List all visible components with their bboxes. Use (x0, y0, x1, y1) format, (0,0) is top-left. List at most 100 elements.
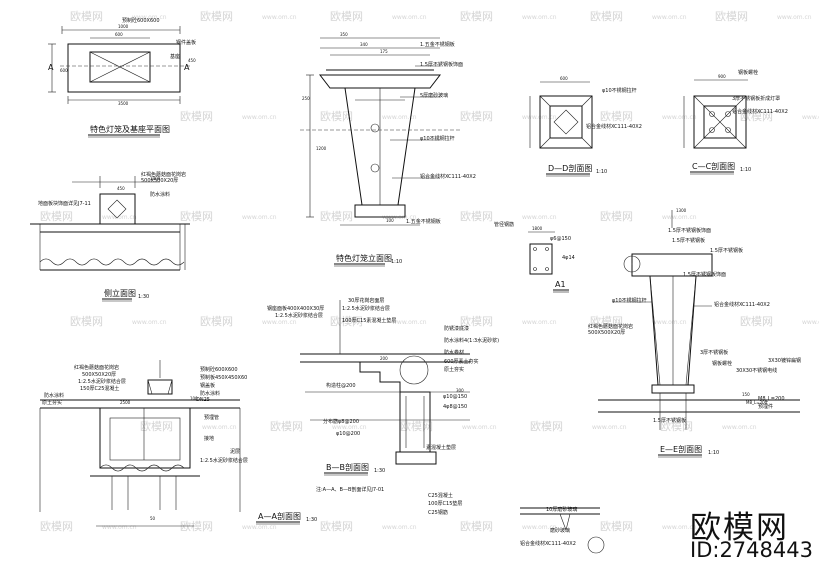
annotation-note: 500X500X20厚 (141, 178, 178, 184)
a-a-section (39, 360, 241, 527)
watermark-brand: 欧模网 (40, 520, 73, 533)
dimension-label: 300 (456, 388, 464, 393)
watermark-brand: 欧模网 (70, 10, 103, 23)
watermark-brand: 欧模网 (460, 10, 493, 23)
annotation-note: 防锈漆底漆 (444, 325, 469, 332)
watermark-url: www.om.cn (392, 14, 427, 21)
dimension-label: 1000 (118, 24, 129, 29)
watermark-brand: 欧模网 (600, 520, 633, 533)
dimension-label: 450 (117, 186, 125, 191)
annotation-note: 1.5厚不锈钢板饰面 (668, 227, 711, 234)
watermark-brand: 欧模网 (180, 210, 213, 223)
annotation-note: 铝合金线材XC111-40X2 (732, 108, 788, 115)
annotation-note: 1.5厚不锈钢板 (672, 237, 705, 244)
watermark-brand: 欧模网 (270, 420, 303, 433)
view-scale: 1:10 (596, 169, 607, 175)
annotation-note: 500X500X20厚 (588, 330, 625, 336)
view-title: A1 (553, 280, 569, 293)
dimension-label: 600 (60, 68, 68, 73)
svg-text:A: A (184, 63, 190, 72)
dimension-label: 1800 (532, 226, 543, 231)
dimension-label: 900 (718, 74, 726, 79)
annotation-note: 3X30镀锌扁钢 (768, 357, 801, 364)
annotation-note: 素混凝土垫层 (426, 444, 456, 451)
a1-detail (528, 231, 555, 275)
brand-logo-text: 欧模网 (690, 510, 789, 546)
annotation-note: 钢座面板400X400X30厚 (267, 305, 324, 312)
view-title-text: C—C剖面图 (692, 161, 735, 171)
watermark-url: www.om.cn (202, 424, 237, 431)
annotation-note: 预制砼600X600 (122, 17, 160, 24)
annotation-note: 1.5厚不锈钢板 (653, 417, 686, 424)
view-title: C—C剖面图 1:10 (690, 161, 751, 175)
dimension-label: 2500 (120, 400, 131, 405)
annotation-note: 磨砂玻璃 (550, 527, 570, 534)
dimension-label: 50 (150, 516, 156, 521)
watermark-url: www.om.cn (522, 114, 557, 121)
dimension-label: 175 (380, 49, 388, 54)
annotation-note: 10厚磨砂玻璃 (546, 506, 577, 513)
watermark-url: www.om.cn (382, 524, 417, 531)
annotation-note: 钢板螺栓 (738, 69, 758, 76)
view-title-text: 特色灯笼立面图 (336, 253, 392, 263)
watermark-brand: 欧模网 (740, 110, 773, 123)
watermark-brand: 欧模网 (715, 10, 748, 23)
annotation-note: φ10不锈钢拉杆 (420, 135, 455, 142)
annotation-note: 1.五金不锈钢板 (406, 218, 441, 225)
annotation-note: 3厚不锈钢板折成灯罩 (732, 95, 780, 102)
annotation-note: 原土夯实 (42, 399, 62, 406)
annotation-note: 构造柱@200 (326, 382, 356, 389)
annotation-note: 管径钢筋 (494, 221, 514, 228)
annotation-note: 钢盖板 (200, 382, 215, 389)
view-scale: 1:10 (708, 450, 719, 456)
dimension-label: 600 (560, 76, 568, 81)
watermark-url: www.om.cn (522, 14, 557, 21)
annotation-note: 接地 (204, 435, 214, 442)
annotation-note: 30X30不锈钢电线 (736, 367, 777, 374)
watermark-brand: 欧模网 (400, 420, 433, 433)
watermark-url: www.om.cn (777, 14, 812, 21)
annotation-note: 1.5厚不锈钢板饰面 (420, 61, 463, 68)
view-scale: 1:10 (740, 167, 751, 173)
annotation-note: 防水涂料 (200, 390, 220, 397)
watermark-brand: 欧模网 (70, 315, 103, 328)
watermark-url: www.om.cn (382, 114, 417, 121)
watermark-brand: 欧模网 (200, 10, 233, 23)
watermark-brand: 欧模网 (460, 210, 493, 223)
annotation-note: 铝合金线材XC111-40X2 (586, 123, 642, 130)
annotation-note: 地面板块饰面详见J7-11 (38, 200, 91, 207)
annotation-note: 5厚磨砂玻璃 (420, 92, 448, 99)
watermark-url: www.om.cn (722, 424, 757, 431)
dimension-label: 450 (188, 58, 196, 63)
annotation-note: 预埋件 (758, 403, 773, 410)
watermark-brand: 欧模网 (530, 420, 563, 433)
watermark-url: www.om.cn (242, 114, 277, 121)
watermark-url: www.om.cn (662, 524, 697, 531)
annotation-note: 预制砼600X600 (200, 366, 238, 373)
watermark-url: www.om.cn (262, 14, 297, 21)
annotation-note: 分布筋φ8@200 (323, 418, 359, 425)
watermark-brand: 欧模网 (330, 10, 363, 23)
annotation-note: 预埋管 (204, 414, 219, 421)
annotation-notes: 预制砼600X600钢件盖板基座1.五金不锈钢板1.5厚不锈钢板饰面5厚磨砂玻璃… (38, 17, 801, 547)
annotation-note: 防水卷材 (444, 349, 464, 356)
watermark-url: www.om.cn (242, 214, 277, 221)
annotation-note: 钢板螺栓 (712, 360, 732, 367)
annotation-note: 铝合金线材XC111-40X2 (520, 540, 576, 547)
annotation-note: 1.5厚不锈钢板 (710, 247, 743, 254)
annotation-note: 4φ14 (562, 255, 575, 261)
view-scale: 1:30 (306, 517, 317, 523)
view-title-text: B—B剖面图 (326, 462, 369, 472)
view-title-text: 侧立面图 (104, 288, 136, 298)
watermark-url: www.om.cn (802, 114, 819, 121)
dimension-label: 1200 (316, 146, 327, 151)
annotation-note: 原土夯实 (444, 366, 464, 373)
annotation-note: 1:2.5水泥砂浆结合层 (200, 457, 248, 464)
watermark-brand: 欧模网 (320, 520, 353, 533)
